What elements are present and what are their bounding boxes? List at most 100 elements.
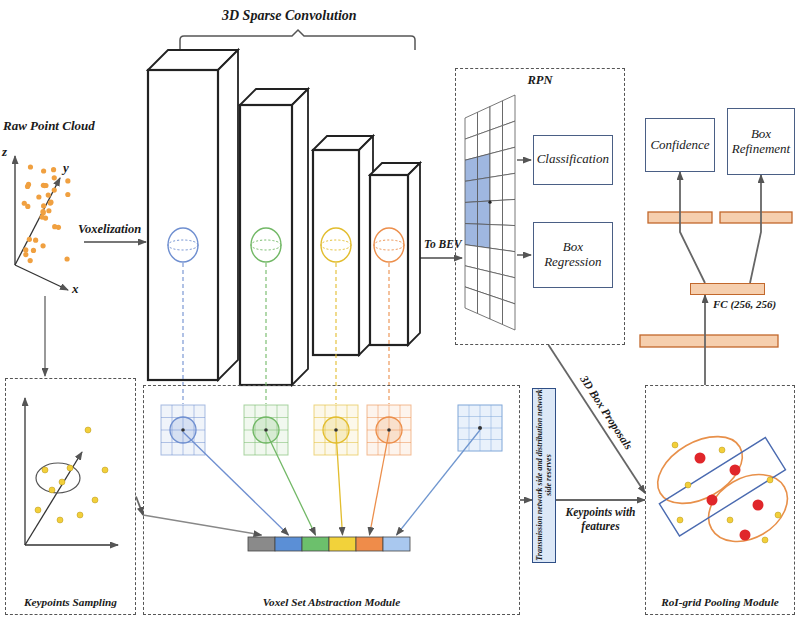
conv-block-side [218, 50, 238, 380]
point-dot [52, 224, 57, 229]
receptive-sphere [168, 228, 198, 262]
axis-arrow [15, 178, 60, 265]
projection-line [182, 263, 183, 404]
grid-line [491, 405, 492, 451]
roi-ball [697, 461, 800, 555]
keypoint-dot [42, 467, 48, 473]
flow-arrow [704, 295, 706, 385]
bev-cell [465, 202, 478, 224]
keypoint-dot [35, 507, 41, 513]
flow-arrow [517, 159, 531, 161]
projection-line [265, 263, 266, 404]
fc-bar [640, 335, 778, 347]
keypoint-dot [762, 537, 768, 543]
point-dot [23, 252, 28, 257]
feature-vector-cell [383, 537, 410, 551]
voxel-grid [244, 405, 288, 455]
keypoint-dot [685, 482, 691, 488]
text-label: 3D Sparse Convolution [222, 8, 357, 24]
bev-cell [503, 95, 516, 126]
node-text: RoI-grid Pooling Module [646, 596, 794, 608]
sampling-ball [36, 463, 80, 493]
point-dot [23, 247, 28, 252]
process-box: Box Regression [533, 222, 613, 288]
feature-vector-cell [329, 537, 356, 551]
keypoint-dot [478, 426, 482, 430]
bev-grid [458, 405, 502, 451]
bev-cell [503, 173, 516, 200]
bev-cell [465, 157, 478, 181]
text-label: Raw Point Cloud [3, 118, 95, 134]
axis-arrow [15, 265, 68, 290]
receptive-sphere [321, 240, 351, 250]
brace [180, 30, 415, 50]
receptive-sphere [374, 240, 404, 250]
point-dot [52, 187, 57, 192]
bev-cell [490, 248, 503, 275]
bev-cell [465, 287, 478, 314]
bev-cell [478, 130, 491, 157]
bev-cell [490, 272, 503, 300]
axis-arrow [14, 156, 15, 265]
bev-cell [503, 121, 516, 150]
keypoint-dot [767, 477, 773, 483]
keypoint-dot [181, 428, 185, 432]
point-dot [41, 168, 46, 173]
keypoint-dot [59, 479, 65, 485]
receptive-sphere [251, 240, 281, 250]
conv-block [313, 150, 359, 355]
point-dot [52, 175, 57, 180]
keypoint-dot [92, 497, 98, 503]
keypoint-dot [67, 465, 73, 471]
feature-arrow [266, 432, 316, 535]
grid-point [753, 500, 764, 511]
projection-line [335, 263, 336, 404]
reserve-box: Transmission network side and distributi… [532, 388, 556, 563]
bev-cell [503, 147, 516, 175]
flow-arrow [750, 175, 761, 283]
bev-cell [478, 291, 491, 319]
axis-arrow [25, 544, 118, 545]
bev-cell [490, 200, 503, 225]
edge-label: 3D Box Proposals [576, 372, 636, 455]
anchor-dot [488, 201, 491, 204]
flow-arrow [520, 499, 532, 501]
receptive-sphere [251, 228, 281, 262]
point-dot [33, 238, 38, 243]
bev-cell [478, 154, 491, 180]
feature-vector-cell [356, 537, 383, 551]
rpn-panel: RPNClassificationBox Regression [455, 68, 625, 345]
keypoint-dot [672, 442, 678, 448]
receptive-sphere [374, 228, 404, 262]
text-label: y [63, 160, 69, 176]
keypoint-dot [102, 467, 108, 473]
bev-cell [503, 250, 516, 278]
flow-arrow [556, 499, 645, 501]
bev-cell [478, 246, 491, 271]
node-text: Voxel Set Abstraction Module [144, 596, 519, 608]
bev-cell [465, 245, 478, 269]
keypoint-dot [387, 428, 391, 432]
grouping-ball [170, 417, 196, 443]
point-dot [48, 200, 53, 205]
flow-arrow [549, 345, 646, 493]
bev-cell [478, 177, 491, 201]
flow-arrow [84, 241, 146, 243]
node-text: Transmission network side and distributi… [535, 388, 553, 563]
bev-cell [478, 201, 491, 225]
bev-cell [490, 175, 503, 201]
point-dot [27, 237, 32, 242]
bev-cell [490, 225, 503, 250]
edge-label: Keypoints with features [562, 506, 640, 534]
process-box: Classification [533, 135, 613, 185]
point-dot [64, 256, 69, 261]
grid-point [740, 530, 751, 541]
bev-cell [503, 275, 516, 304]
process-box: Box Refinement [727, 108, 795, 175]
point-dot [48, 200, 53, 205]
point-dot [46, 192, 51, 197]
node-text: Keypoints Sampling [6, 596, 135, 608]
bev-cell [465, 135, 478, 161]
